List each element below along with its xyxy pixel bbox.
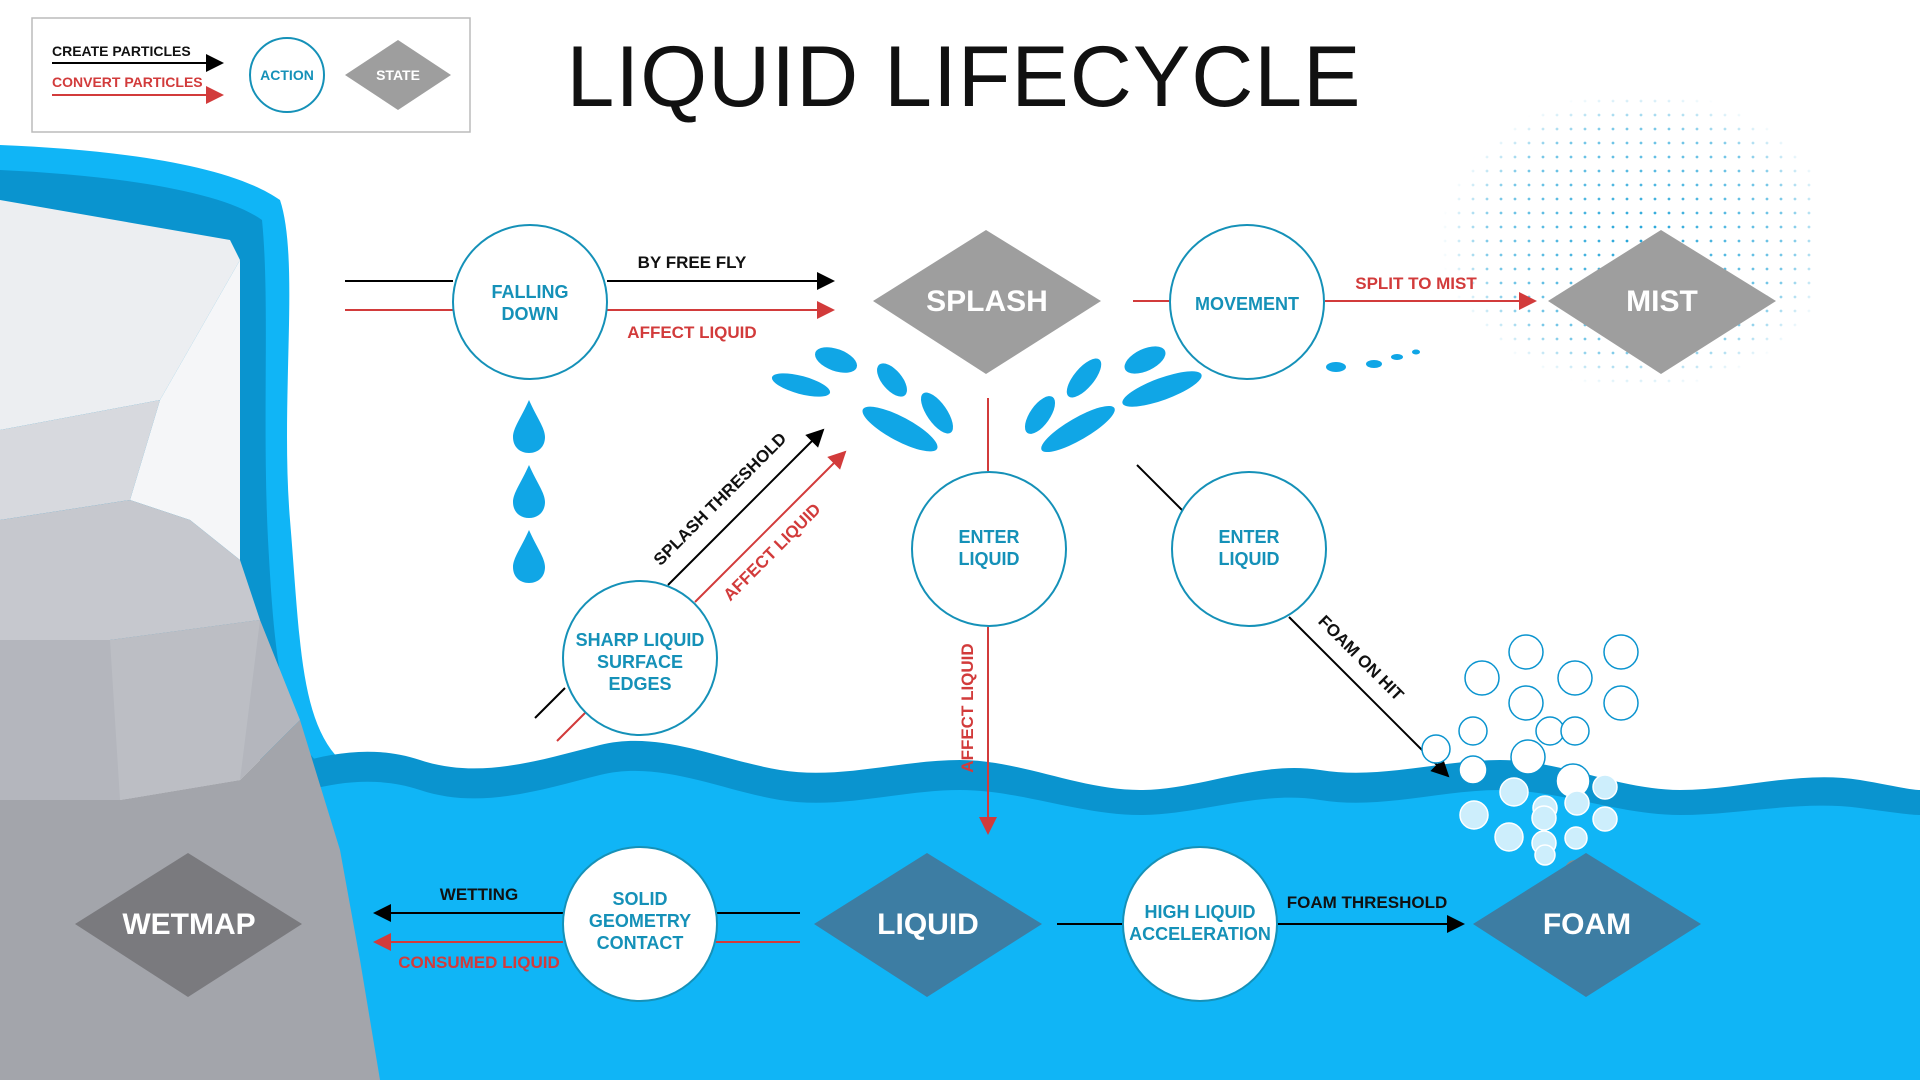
- wetmap-diamond: [75, 853, 302, 997]
- splash-label: SPLASH: [926, 285, 1048, 318]
- foam-label: FOAM: [1543, 908, 1631, 941]
- mist-diamond: [1548, 230, 1776, 374]
- state-foam[interactable]: FOAM: [1473, 853, 1701, 997]
- falling-down-line-1: FALLING: [492, 282, 569, 302]
- legend-convert-particles: CONVERT PARTICLES: [52, 74, 203, 90]
- sharp-edges-line-1: SHARP LIQUID: [576, 630, 705, 650]
- sharp-to-splash-red: [694, 450, 847, 603]
- falling-down-line-2: DOWN: [502, 304, 559, 324]
- sharp-edges-line-3: EDGES: [608, 674, 671, 694]
- movement-line-1: MOVEMENT: [1195, 294, 1299, 314]
- state-mist[interactable]: MIST: [1548, 230, 1776, 374]
- liquid-label: LIQUID: [877, 908, 979, 941]
- cliff-rock: [0, 200, 380, 1080]
- label-foam-on-hit: FOAM ON HIT: [1314, 612, 1407, 705]
- legend-state-diamond: [345, 40, 451, 110]
- solid-contact-line-1: SOLID: [612, 889, 667, 909]
- legend: CREATE PARTICLES CONVERT PARTICLES ACTIO…: [31, 17, 471, 133]
- falling-down-circle: [452, 224, 608, 380]
- label-by-free-fly: BY FREE FLY: [638, 253, 747, 272]
- label-foam-threshold: FOAM THRESHOLD: [1287, 893, 1448, 912]
- enter-liquid-left-line-2: LIQUID: [959, 549, 1020, 569]
- action-enter-liquid-right[interactable]: ENTER LIQUID: [1171, 471, 1327, 627]
- action-movement[interactable]: MOVEMENT: [1169, 224, 1325, 380]
- label-consumed-liquid: CONSUMED LIQUID: [398, 953, 560, 972]
- action-falling-down[interactable]: FALLING DOWN: [452, 224, 608, 380]
- label-affect-liquid-top: AFFECT LIQUID: [627, 323, 756, 342]
- connectors: [345, 272, 1537, 951]
- sharp-in-black: [534, 687, 566, 719]
- label-split-to-mist: SPLIT TO MIST: [1355, 274, 1477, 293]
- sharp-to-splash-black: [667, 428, 825, 586]
- drop-icon: [513, 530, 545, 583]
- high-accel-line-1: HIGH LIQUID: [1145, 902, 1256, 922]
- enter-liquid-right-line-2: LIQUID: [1219, 549, 1280, 569]
- legend-state-label: STATE: [376, 67, 420, 83]
- state-wetmap[interactable]: WETMAP: [75, 853, 302, 997]
- wetmap-label: WETMAP: [122, 908, 255, 941]
- movement-circle: [1169, 224, 1325, 380]
- state-splash[interactable]: SPLASH: [873, 230, 1101, 374]
- label-affect-liquid-vertical: AFFECT LIQUID: [958, 643, 977, 772]
- foam-bubbles-underwater: [1459, 774, 1618, 866]
- falling-drops: [513, 400, 545, 583]
- foam-diamond: [1473, 853, 1701, 997]
- mist-label: MIST: [1626, 285, 1698, 318]
- sharp-edges-circle: [562, 580, 718, 736]
- enter-liquid-right-line-1: ENTER: [1218, 527, 1279, 547]
- label-affect-liquid-diag: AFFECT LIQUID: [720, 500, 825, 605]
- action-sharp-edges[interactable]: SHARP LIQUID SURFACE EDGES: [562, 580, 718, 736]
- liquid-diamond: [814, 853, 1042, 997]
- splash-diamond: [873, 230, 1101, 374]
- drop-icon: [513, 465, 545, 518]
- legend-action-circle: [249, 37, 325, 113]
- sharp-edges-line-2: SURFACE: [597, 652, 683, 672]
- drop-icon: [513, 400, 545, 453]
- action-solid-contact[interactable]: SOLID GEOMETRY CONTACT: [562, 846, 718, 1002]
- enter-liquid-left-line-1: ENTER: [958, 527, 1019, 547]
- enter-liquid-left-circle: [911, 471, 1067, 627]
- legend-action-label: ACTION: [260, 67, 314, 83]
- state-liquid[interactable]: LIQUID: [814, 853, 1042, 997]
- sharp-in-red: [556, 712, 586, 742]
- high-accel-circle: [1122, 846, 1278, 1002]
- enter-liquid-right-circle: [1171, 471, 1327, 627]
- splash-droplets: [771, 346, 1420, 453]
- high-accel-line-2: ACCELERATION: [1129, 924, 1271, 944]
- legend-create-particles: CREATE PARTICLES: [52, 43, 191, 59]
- solid-contact-circle: [562, 846, 718, 1002]
- foam-bubbles: [1421, 634, 1639, 799]
- label-wetting: WETTING: [440, 885, 518, 904]
- action-high-accel[interactable]: HIGH LIQUID ACCELERATION: [1122, 846, 1278, 1002]
- splash-to-enter-liquid-right: [1136, 464, 1183, 511]
- solid-contact-line-3: CONTACT: [597, 933, 684, 953]
- page-title: LIQUID LIFECYCLE: [567, 29, 1362, 125]
- action-enter-liquid-left[interactable]: ENTER LIQUID: [911, 471, 1067, 627]
- solid-contact-line-2: GEOMETRY: [589, 911, 691, 931]
